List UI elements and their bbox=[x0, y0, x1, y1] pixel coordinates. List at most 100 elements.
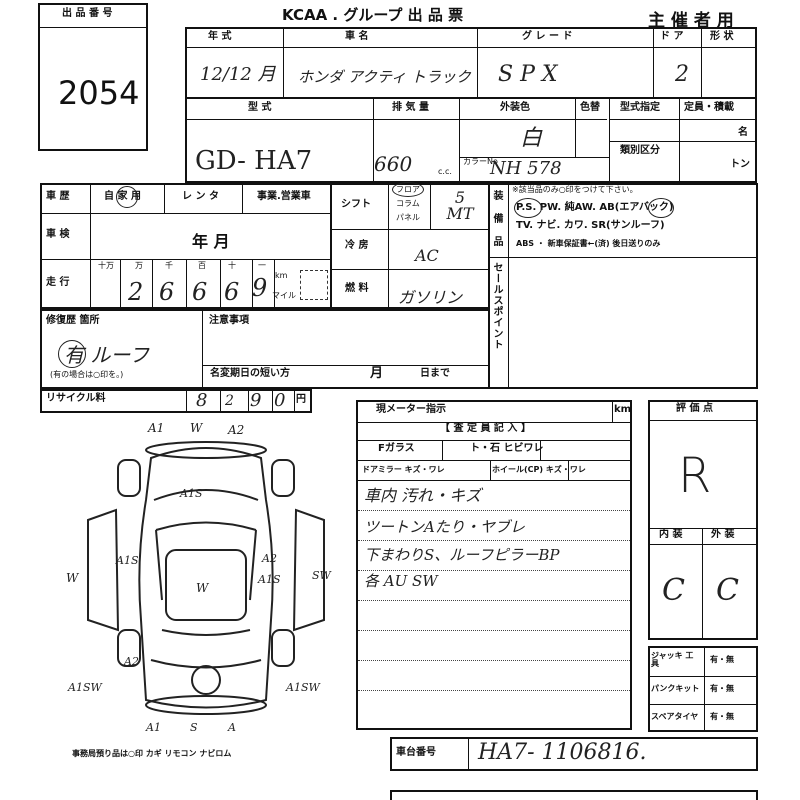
name-change-month: 月 bbox=[370, 366, 384, 381]
car-diagram bbox=[87, 441, 325, 715]
notes-label: 注意事項 bbox=[209, 315, 249, 326]
chassis-block bbox=[390, 737, 758, 771]
report-label: 【 査 定 員 記 入 】 bbox=[440, 423, 531, 434]
year-label: 年 式 bbox=[208, 31, 232, 42]
windshield-line bbox=[155, 521, 257, 531]
grade-value: S P X bbox=[498, 62, 558, 87]
diag-label-sw-right: SW bbox=[312, 569, 331, 582]
right-side-view bbox=[292, 508, 325, 632]
hood-line bbox=[153, 489, 259, 501]
inspector-note-4: 各 AU SW bbox=[364, 572, 438, 590]
equipment-line1: P.S. PW. 純AW. AB(エアバック) bbox=[516, 202, 674, 213]
diag-label-a1-front: A1 bbox=[148, 421, 165, 435]
grade-block bbox=[648, 400, 758, 640]
ton-unit: トン bbox=[730, 159, 750, 170]
ac-value: AC bbox=[415, 246, 439, 265]
persons-unit: 名 bbox=[738, 127, 748, 138]
ext-color-label: 外装色 bbox=[500, 102, 530, 113]
diag-label-a1sw-right: A1SW bbox=[286, 681, 320, 694]
exterior-label: 外 装 bbox=[711, 529, 735, 540]
color-no-label: カラーNo bbox=[463, 157, 498, 166]
meter-km-unit: km bbox=[614, 404, 632, 415]
inspector-note-2: ツートンAたり・ヤブレ bbox=[364, 518, 525, 536]
digit-hdr-10k: 万 bbox=[135, 261, 143, 270]
diag-label-a1s-left: A1S bbox=[116, 554, 139, 567]
inspection-value: 年 月 bbox=[192, 232, 230, 251]
inspection-label: 車 検 bbox=[46, 229, 70, 240]
org-title: KCAA . グループ 出 品 票 bbox=[282, 6, 464, 24]
roof-side-lines bbox=[155, 529, 257, 601]
note-line bbox=[358, 570, 630, 571]
note-line bbox=[358, 660, 630, 661]
overall-grade: R bbox=[678, 448, 712, 504]
mileage-digit-4: 6 bbox=[224, 278, 240, 306]
sales-point-label: セールスポイント bbox=[491, 262, 502, 350]
mirror-label: ドアミラー キズ・ワレ bbox=[362, 465, 445, 474]
chassis-label: 車台番号 bbox=[396, 747, 436, 758]
repair-block bbox=[40, 309, 490, 389]
note-line bbox=[358, 600, 630, 601]
digit-hdr-100k: 十万 bbox=[98, 261, 114, 270]
note-line bbox=[358, 540, 630, 541]
equipment-note: ※該当品のみ○印をつけて下さい。 bbox=[512, 185, 638, 194]
ext-color-value: 白 bbox=[520, 126, 543, 151]
tailgate-line bbox=[150, 659, 262, 669]
recycle-unit: 円 bbox=[296, 394, 306, 405]
grade-label: グ レ ー ド bbox=[522, 31, 573, 42]
chassis-value: HA7- 1106816. bbox=[478, 740, 647, 765]
wheel-label: ホイール(CP) キズ・ワレ bbox=[492, 465, 586, 474]
glass-label: Fガラス bbox=[378, 443, 415, 454]
mile-checkbox bbox=[300, 270, 328, 300]
mileage-digit-1: 2 bbox=[128, 278, 144, 306]
lot-number-label: 出 品 番 号 bbox=[62, 8, 113, 19]
acc-spare-label: スペアタイヤ bbox=[651, 712, 699, 721]
repair-sub: (有の場合は○印を。) bbox=[50, 370, 124, 379]
note-line bbox=[358, 510, 630, 511]
repair-label: 修復歴 箇所 bbox=[46, 315, 100, 326]
equipment-line3: ABS ・ 新車保証書←(済) 後日送りのみ bbox=[516, 239, 661, 248]
acc-jack-value: 有・無 bbox=[710, 655, 734, 664]
recycle-block bbox=[40, 389, 312, 413]
shift-floor-circle bbox=[392, 182, 424, 197]
accessories-block bbox=[648, 646, 758, 732]
digit-hdr-1: 一 bbox=[258, 261, 266, 270]
equipment-ps-circle bbox=[514, 198, 542, 218]
diag-label-w-roof: W bbox=[196, 581, 209, 595]
diag-label-w-left: W bbox=[66, 571, 79, 585]
history-option-business: 事業.営業車 bbox=[257, 191, 311, 202]
repair-yes-circle bbox=[58, 340, 86, 368]
recycle-digit-4: 0 bbox=[274, 390, 286, 411]
color-no-value: NH 578 bbox=[490, 158, 562, 179]
diag-label-s-rear: S bbox=[190, 721, 198, 734]
model-name-label: 車 名 bbox=[345, 31, 369, 42]
interior-label: 内 装 bbox=[659, 529, 683, 540]
car-body-outline bbox=[138, 447, 274, 709]
glass-options: ト・石 ヒビワレ bbox=[470, 443, 544, 454]
acc-puncture-value: 有・無 bbox=[710, 684, 734, 693]
diagram-footer: 事務局預り品は○印 カギ リモコン ナビロム bbox=[72, 749, 232, 758]
shift-panel: パネル bbox=[396, 213, 420, 222]
recycle-digit-1: 8 bbox=[196, 390, 208, 411]
displacement-value: 660 bbox=[374, 152, 413, 176]
diag-label-a2-right: A2 bbox=[262, 552, 277, 565]
fuel-value: ガソリン bbox=[398, 288, 463, 307]
note-line bbox=[358, 690, 630, 691]
left-side-view bbox=[87, 508, 120, 632]
mileage-digit-2: 6 bbox=[159, 278, 175, 306]
front-bumper bbox=[145, 441, 267, 459]
history-private-circle bbox=[116, 186, 138, 208]
fuel-label: 燃 料 bbox=[345, 283, 369, 294]
shift-label: シフト bbox=[341, 199, 371, 210]
note-line bbox=[358, 630, 630, 631]
lot-number-box bbox=[38, 3, 148, 151]
equipment-line2: TV. ナビ. カワ. SR(サンルーフ) bbox=[516, 220, 665, 231]
equipment-ab-circle bbox=[648, 198, 674, 218]
model-name-value: ホンダ アクティ トラック bbox=[298, 68, 471, 86]
inspector-block bbox=[356, 400, 632, 730]
color-change-label: 色替 bbox=[580, 102, 600, 113]
name-change-day: 日まで bbox=[420, 368, 450, 379]
mileage-digit-5: 9 bbox=[252, 274, 268, 302]
acc-puncture-label: パンクキット bbox=[651, 684, 700, 693]
recycle-digit-2: 2 bbox=[225, 393, 234, 409]
diag-label-a1s-right: A1S bbox=[258, 573, 281, 586]
